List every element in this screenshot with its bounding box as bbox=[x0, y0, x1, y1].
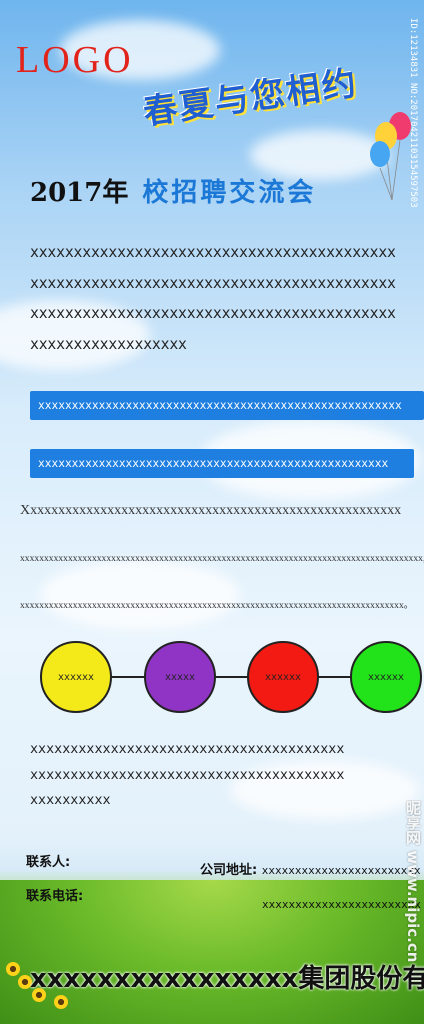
flower-icon bbox=[54, 995, 68, 1009]
contact-phone-label: 联系电话: bbox=[26, 889, 84, 904]
flower-icon bbox=[18, 975, 32, 989]
process-step-3: xxxxxx bbox=[247, 641, 319, 713]
intro-line: xxxxxxxxxxxxxxxxxx bbox=[30, 335, 187, 353]
process-step-1: xxxxxx bbox=[40, 641, 112, 713]
closing-line: xxxxxxxxxxxxxxxxxxxxxxxxxxxxxxxxxxxxxxx bbox=[30, 767, 345, 783]
page-title: 2017年校招聘交流会 bbox=[30, 172, 316, 209]
process-step-2: xxxxx bbox=[144, 641, 216, 713]
flower-icon bbox=[32, 988, 46, 1002]
step-label: xxxxxx bbox=[57, 671, 95, 683]
process-step-4: xxxxxx bbox=[350, 641, 422, 713]
title-year: 2017年 bbox=[30, 178, 129, 208]
title-event: 校招聘交流会 bbox=[142, 178, 317, 208]
flower-icon bbox=[6, 962, 20, 976]
address-line2-wrap: xxxxxxxxxxxxxxxxxxxxxxxx bbox=[262, 897, 421, 912]
intro-line: xxxxxxxxxxxxxxxxxxxxxxxxxxxxxxxxxxxxxxxx… bbox=[30, 244, 396, 261]
closing-line: xxxxxxxxxx bbox=[30, 793, 111, 808]
step-label: xxxxx bbox=[164, 671, 196, 683]
balloons-icon bbox=[370, 112, 411, 200]
address-line2: xxxxxxxxxxxxxxxxxxxxxxxx bbox=[262, 898, 421, 911]
step-label: xxxxxx bbox=[367, 671, 405, 683]
contact-person-label: 联系人: bbox=[26, 855, 71, 870]
intro-line: xxxxxxxxxxxxxxxxxxxxxxxxxxxxxxxxxxxxxxxx… bbox=[30, 274, 396, 292]
company-name: xxxxxxxxxxxxxxxx集团股份有限司 bbox=[30, 964, 424, 994]
intro-paragraph: xxxxxxxxxxxxxxxxxxxxxxxxxxxxxxxxxxxxxxxx… bbox=[30, 238, 424, 360]
closing-paragraph: xxxxxxxxxxxxxxxxxxxxxxxxxxxxxxxxxxxxxxx … bbox=[30, 737, 424, 814]
detail-line: xxxxxxxxxxxxxxxxxxxxxxxxxxxxxxxxxxxxxxxx… bbox=[20, 600, 414, 611]
detail-line: Xxxxxxxxxxxxxxxxxxxxxxxxxxxxxxxxxxxxxxxx… bbox=[20, 503, 402, 518]
detail-line: xxxxxxxxxxxxxxxxxxxxxxxxxxxxxxxxxxxxxxxx… bbox=[20, 553, 424, 564]
address-line1: xxxxxxxxxxxxxxxxxxxxxxxx bbox=[261, 864, 421, 877]
highlight-bar: xxxxxxxxxxxxxxxxxxxxxxxxxxxxxxxxxxxxxxxx… bbox=[30, 391, 424, 420]
grass-field bbox=[0, 880, 424, 1024]
process-flow: xxxxxx xxxxx xxxxxx xxxxxx bbox=[40, 641, 422, 713]
image-id-code: ID:12134831 NO:20170421103154597503 bbox=[408, 18, 418, 208]
step-label: xxxxxx bbox=[264, 671, 302, 683]
watermark-text: 昵享网 www.nipic.cn bbox=[404, 800, 422, 963]
address-label: 公司地址: bbox=[200, 863, 258, 878]
company-address: 公司地址: xxxxxxxxxxxxxxxxxxxxxxxx bbox=[200, 859, 421, 878]
intro-line: xxxxxxxxxxxxxxxxxxxxxxxxxxxxxxxxxxxxxxxx… bbox=[30, 305, 396, 322]
flow-connector bbox=[100, 676, 360, 678]
closing-line: xxxxxxxxxxxxxxxxxxxxxxxxxxxxxxxxxxxxxxx bbox=[30, 742, 345, 757]
highlight-bar: xxxxxxxxxxxxxxxxxxxxxxxxxxxxxxxxxxxxxxxx… bbox=[30, 449, 414, 478]
logo-text: LOGO bbox=[16, 39, 134, 81]
